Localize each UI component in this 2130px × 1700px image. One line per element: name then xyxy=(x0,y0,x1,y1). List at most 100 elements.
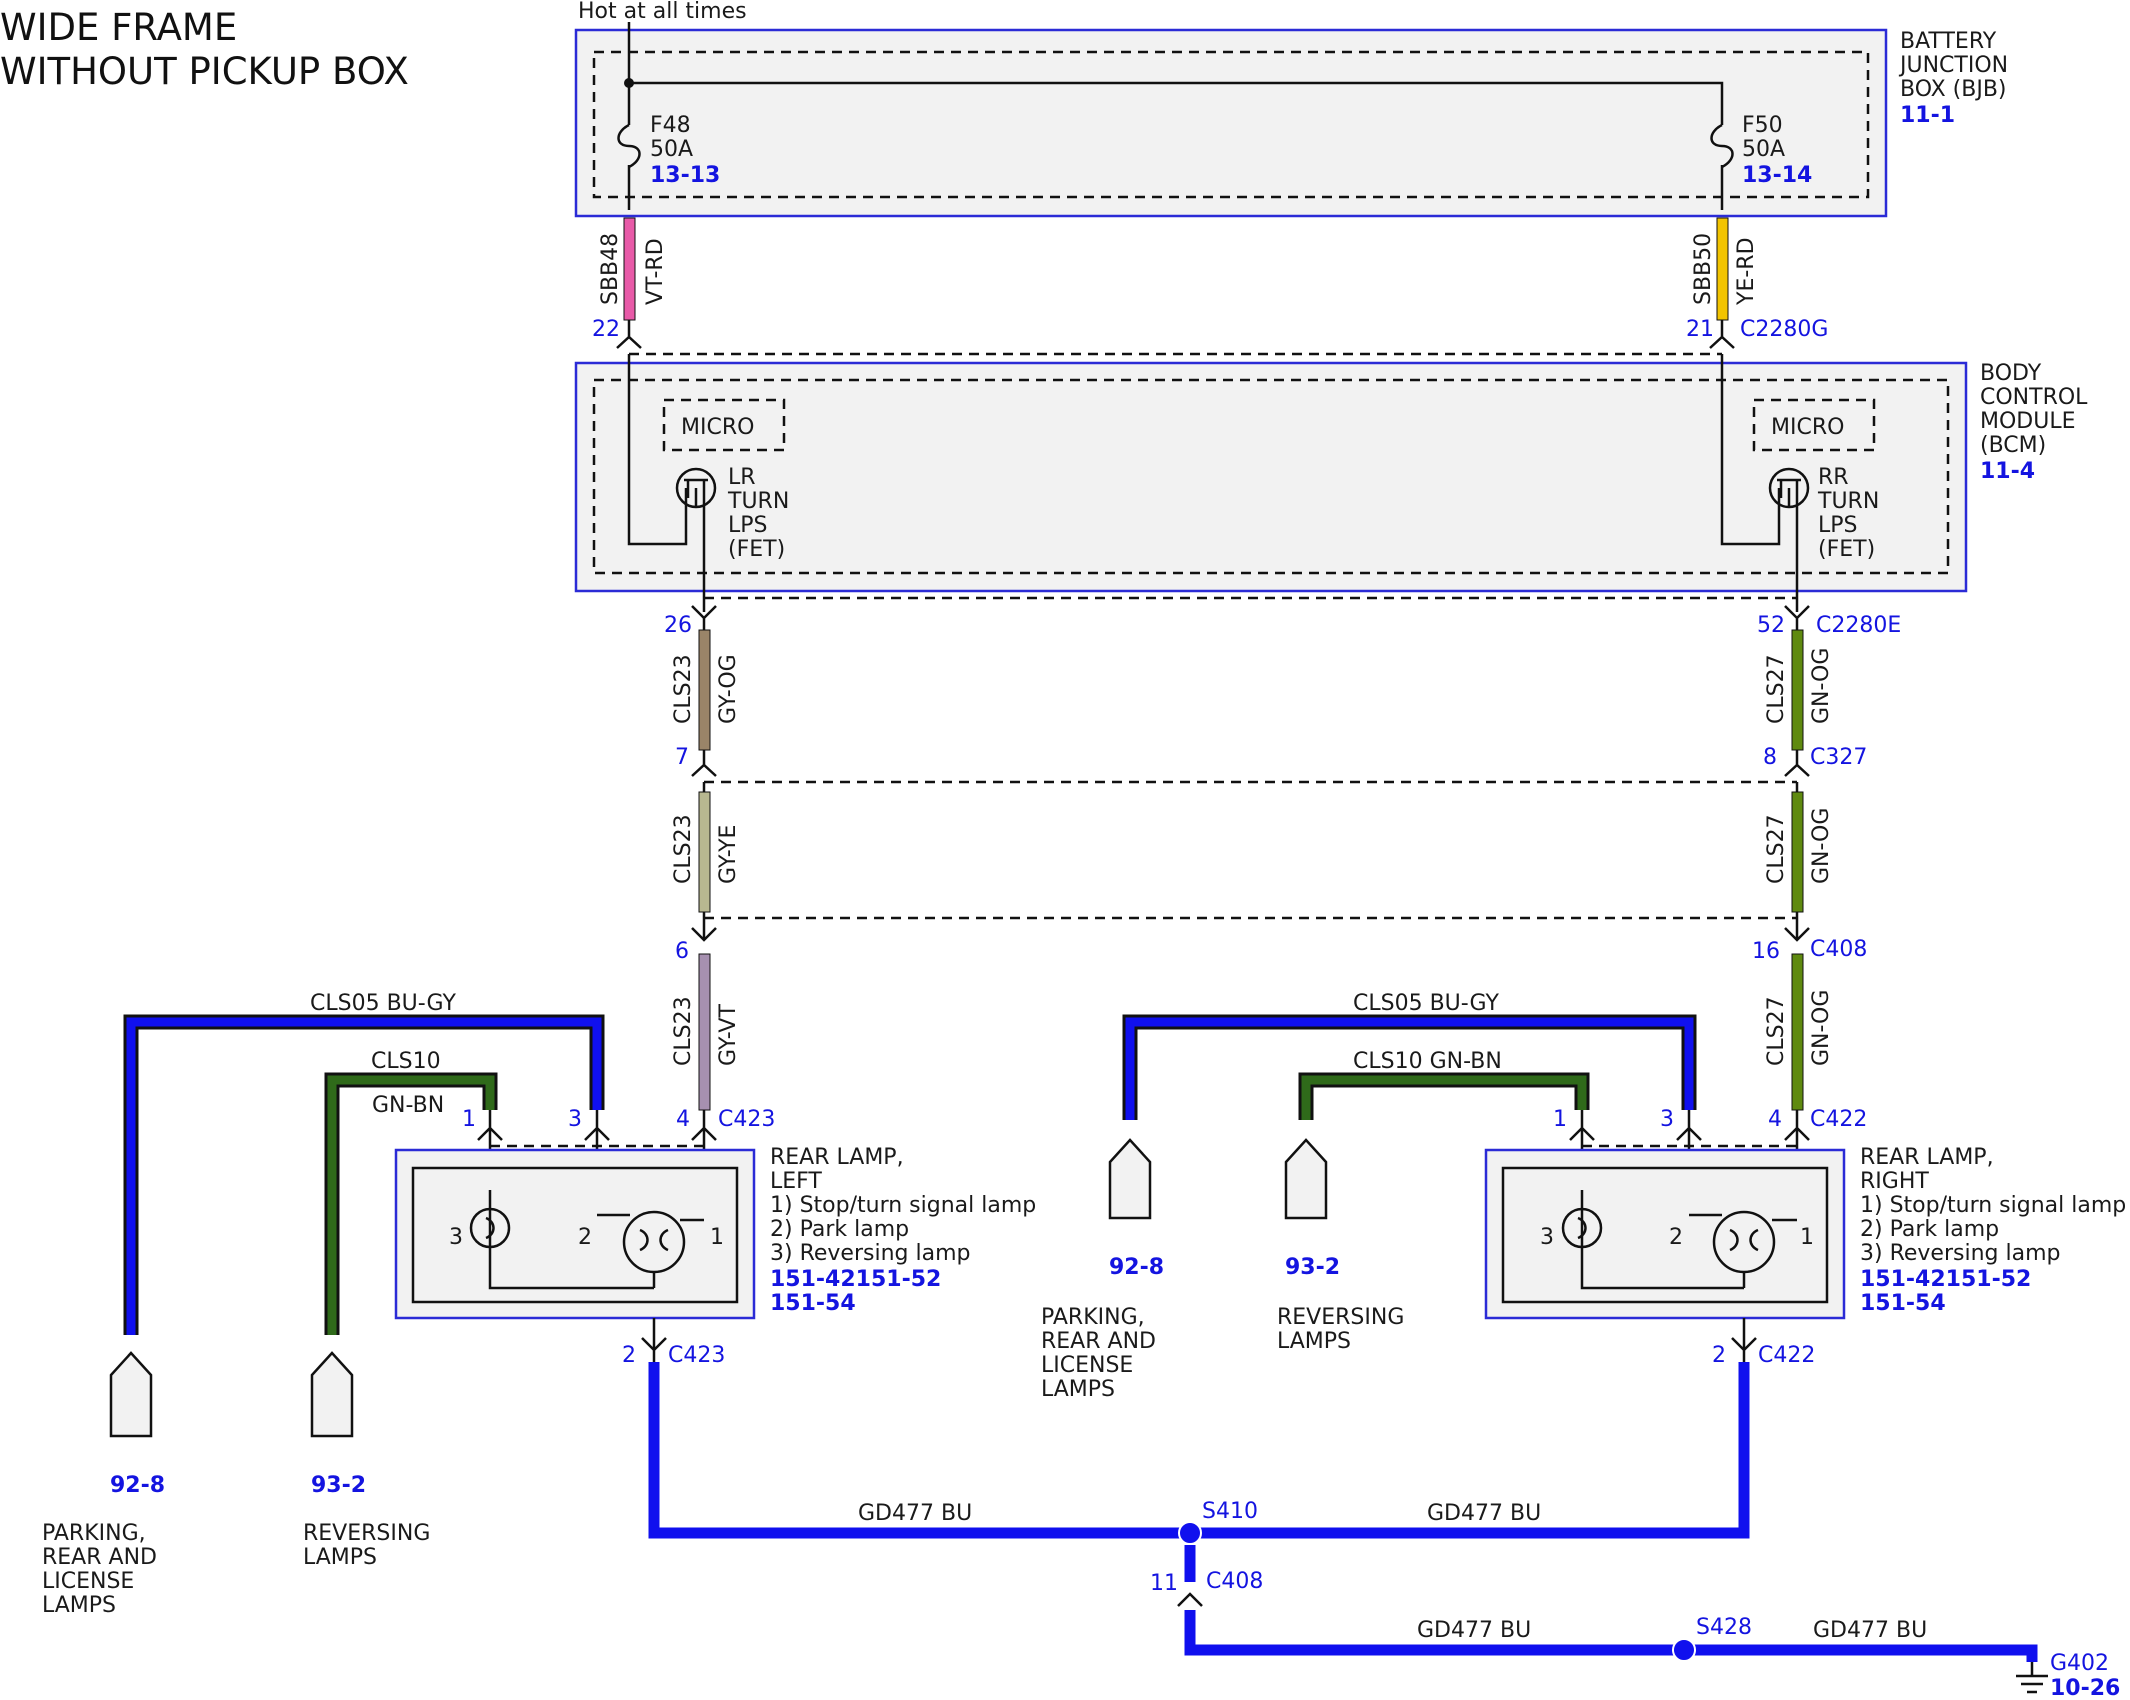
rear-lamp-right-ref-2-link[interactable]: 151-54 xyxy=(1860,1291,1946,1316)
pin-11: 11 xyxy=(1150,1571,1178,1596)
bjb-ref-link[interactable]: 11-1 xyxy=(1900,103,1955,128)
connector-c327-icon xyxy=(691,750,1810,784)
connector-c422-bottom-icon xyxy=(1731,1318,1757,1362)
bcm-micro-right: MICRO xyxy=(1771,415,1844,440)
bcm-label-1: BODY xyxy=(1980,361,2042,386)
connector-c2280g-label[interactable]: C2280G xyxy=(1740,317,1828,342)
ground-icon xyxy=(2016,1662,2048,1694)
pin-21: 21 xyxy=(1686,317,1714,342)
pin-52: 52 xyxy=(1757,613,1785,638)
rear-lamp-right-ref-1-link[interactable]: 151-42151-52 xyxy=(1860,1267,2031,1292)
bcm-right-supply-wire xyxy=(1720,354,1781,546)
connector-c2280e-icon xyxy=(691,596,1810,630)
offpage-left-2-desc-2: LAMPS xyxy=(303,1545,377,1570)
rear-lamp-right[interactable] xyxy=(1484,1148,1846,1320)
bulb-reversing-right-icon xyxy=(1561,1207,1603,1249)
bulb-left-pin-2: 2 xyxy=(578,1225,592,1250)
bjb-bus-wire xyxy=(629,81,1724,210)
connector-c422-top-label[interactable]: C422 xyxy=(1810,1107,1867,1132)
diagram-title-line1: WIDE FRAME xyxy=(0,6,237,49)
wire-cls10-right xyxy=(1301,1075,1587,1120)
connector-c423-bottom-label[interactable]: C423 xyxy=(668,1343,725,1368)
pin-right-1: 1 xyxy=(1553,1107,1567,1132)
rear-lamp-right-internal-wiring xyxy=(1580,1190,1797,1290)
rear-lamp-left-name-1: REAR LAMP, xyxy=(770,1145,904,1170)
bjb-label-3: BOX (BJB) xyxy=(1900,77,2007,102)
pin-8: 8 xyxy=(1763,745,1777,770)
wire-gd477-label-2: GD477 BU xyxy=(1427,1501,1541,1526)
wire-cls27-gn-og-c xyxy=(1791,953,1804,1111)
wire-sbb50-circuit: SBB50 xyxy=(1691,233,1716,305)
connector-c422-bottom-label[interactable]: C422 xyxy=(1758,1343,1815,1368)
wire-sbb48-circuit: SBB48 xyxy=(598,233,623,305)
wire-sbb50-color: YE-RD xyxy=(1734,237,1759,306)
connector-c408-top-label[interactable]: C408 xyxy=(1810,937,1867,962)
fuse-f48-ref-link[interactable]: 13-13 xyxy=(650,163,720,188)
wire-cls23-c-circuit: CLS23 xyxy=(671,996,696,1066)
rear-lamp-left-ref-1-link[interactable]: 151-42151-52 xyxy=(770,1267,941,1292)
ground-g402-ref-link[interactable]: 10-26 xyxy=(2050,1676,2120,1700)
pin-left-3: 3 xyxy=(568,1107,582,1132)
offpage-left-1-desc-2: REAR AND xyxy=(42,1545,157,1570)
fuse-f50-icon xyxy=(1710,123,1734,169)
battery-junction-box[interactable] xyxy=(574,28,1888,218)
connector-c423-top-label[interactable]: C423 xyxy=(718,1107,775,1132)
ground-g402-label[interactable]: G402 xyxy=(2050,1651,2109,1676)
bcm-left-supply-wire xyxy=(627,354,688,546)
wire-cls10-right-outline xyxy=(1298,1072,1590,1120)
pin-6: 6 xyxy=(675,939,689,964)
offpage-left-1-desc-4: LAMPS xyxy=(42,1593,116,1618)
offpage-right-92-8-icon xyxy=(1108,1138,1152,1220)
wire-gd477-label-1: GD477 BU xyxy=(858,1501,972,1526)
pin-26: 26 xyxy=(664,613,692,638)
pin-right-3: 3 xyxy=(1660,1107,1674,1132)
wire-cls05-right-label: CLS05 BU-GY xyxy=(1353,991,1499,1016)
wire-cls23-c-color: GY-VT xyxy=(716,1004,741,1066)
wire-cls27-gn-og-a xyxy=(1791,629,1804,751)
bulb-reversing-left-icon xyxy=(469,1207,511,1249)
wire-cls27-b-color: GN-OG xyxy=(1809,808,1834,884)
offpage-left-92-8-icon xyxy=(109,1351,153,1438)
wire-cls23-gy-vt xyxy=(698,953,711,1111)
fuse-f50-ref-link[interactable]: 13-14 xyxy=(1742,163,1812,188)
rear-lamp-left-name-2: LEFT xyxy=(770,1169,822,1194)
wire-cls23-a-color: GY-OG xyxy=(716,654,741,724)
wire-cls23-b-circuit: CLS23 xyxy=(671,814,696,884)
offpage-right-2-ref-link[interactable]: 93-2 xyxy=(1285,1255,1340,1280)
wire-cls10-left-color: GN-BN xyxy=(372,1093,444,1118)
rear-lamp-left-item-2: 2) Park lamp xyxy=(770,1217,909,1242)
connector-c2280e-label[interactable]: C2280E xyxy=(1816,613,1901,638)
offpage-left-1-desc-1: PARKING, xyxy=(42,1521,146,1546)
connector-c408-bottom-icon xyxy=(1177,1592,1203,1607)
rear-lamp-left-ref-2-link[interactable]: 151-54 xyxy=(770,1291,856,1316)
pin-right-4: 4 xyxy=(1768,1107,1782,1132)
wire-cls23-b-color: GY-YE xyxy=(716,825,741,884)
bulb-right-pin-1: 1 xyxy=(1800,1225,1814,1250)
fuse-f48-id: F48 xyxy=(650,113,691,138)
connector-c408-bottom-label[interactable]: C408 xyxy=(1206,1569,1263,1594)
offpage-right-1-desc-2: REAR AND xyxy=(1041,1329,1156,1354)
offpage-left-2-ref-link[interactable]: 93-2 xyxy=(311,1473,366,1498)
offpage-right-1-desc-4: LAMPS xyxy=(1041,1377,1115,1402)
pin-22: 22 xyxy=(592,317,620,342)
bulb-left-pin-1: 1 xyxy=(710,1225,724,1250)
bjb-label-1: BATTERY xyxy=(1900,29,1997,54)
splice-s428-label[interactable]: S428 xyxy=(1696,1615,1752,1640)
offpage-left-1-ref-link[interactable]: 92-8 xyxy=(110,1473,165,1498)
wire-cls05-left xyxy=(126,1017,602,1335)
bcm-ref-link[interactable]: 11-4 xyxy=(1980,459,2035,484)
body-control-module[interactable] xyxy=(574,361,1968,593)
connector-c327-label[interactable]: C327 xyxy=(1810,745,1867,770)
wire-cls23-a-circuit: CLS23 xyxy=(671,654,696,724)
rear-lamp-right-item-3: 3) Reversing lamp xyxy=(1860,1241,2060,1266)
wire-cls23-gy-og xyxy=(698,629,711,751)
bcm-micro-left: MICRO xyxy=(681,415,754,440)
bulb-right-pin-3: 3 xyxy=(1540,1225,1554,1250)
fet-left-icon xyxy=(675,467,717,509)
connector-c2280g-icon xyxy=(616,320,1735,356)
bjb-label-2: JUNCTION xyxy=(1898,53,2008,78)
pin-16: 16 xyxy=(1752,939,1780,964)
offpage-right-1-ref-link[interactable]: 92-8 xyxy=(1109,1255,1164,1280)
bcm-label-2: CONTROL xyxy=(1980,385,2088,410)
splice-s410-label[interactable]: S410 xyxy=(1202,1499,1258,1524)
